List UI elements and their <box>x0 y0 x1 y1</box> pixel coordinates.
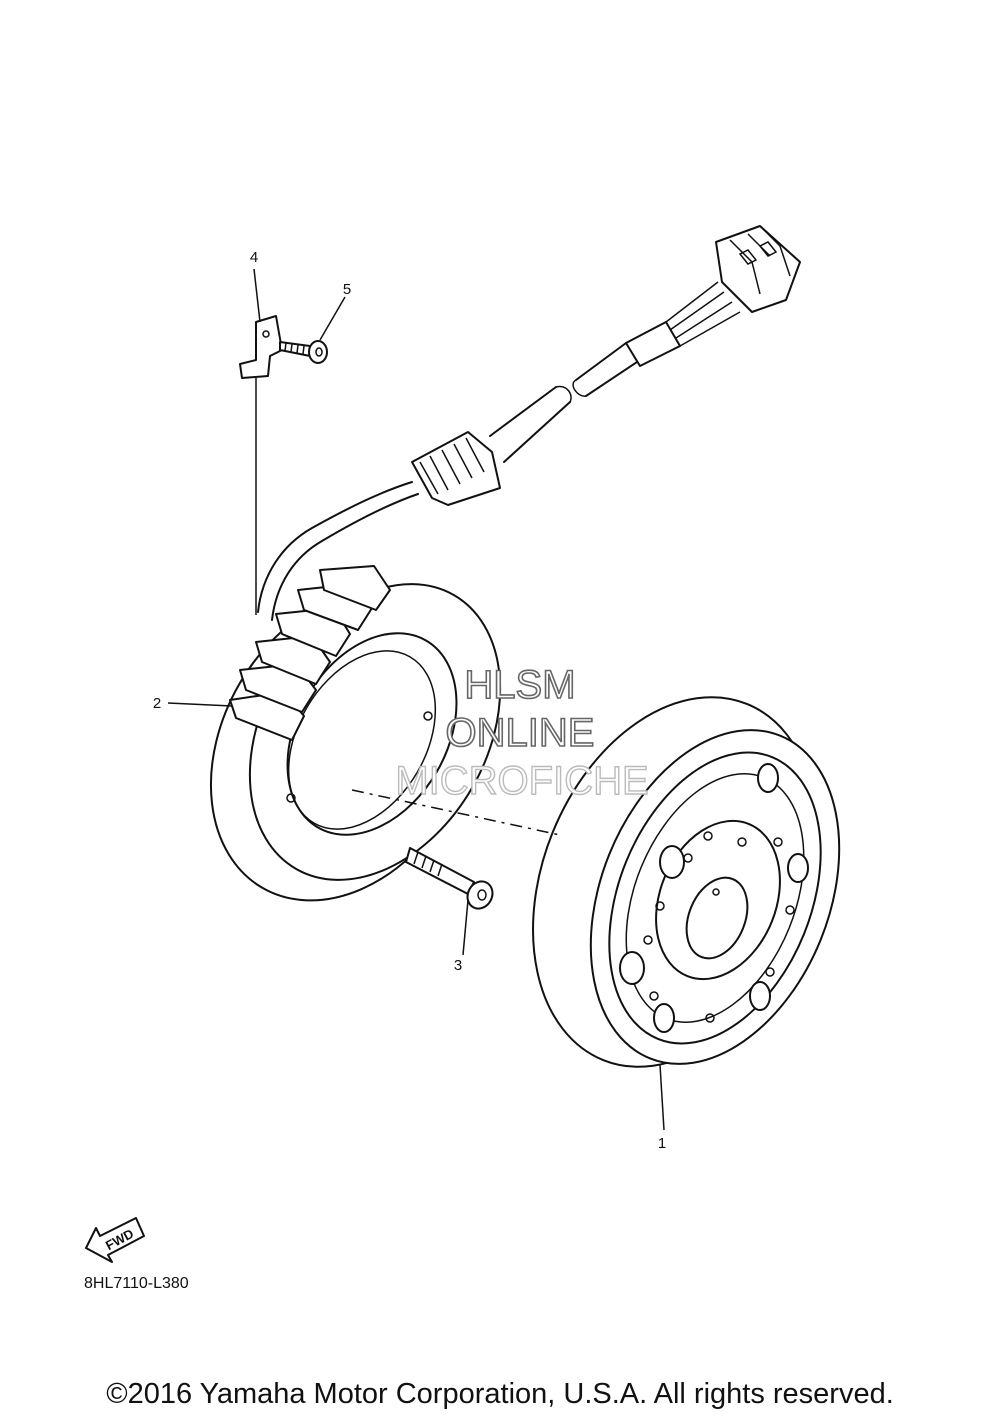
callout-1: 1 <box>658 1135 666 1152</box>
watermark-line-3: MICROFICHE <box>395 759 648 803</box>
callout-3: 3 <box>454 957 462 974</box>
watermark-line-1: HLSM <box>464 663 575 707</box>
drawing-code: 8HL7110-L380 <box>84 1275 189 1292</box>
watermark: HLSM ONLINE MICROFICHE <box>395 662 650 804</box>
watermark-line-2: ONLINE <box>446 711 595 755</box>
stator-part-2 <box>209 565 502 902</box>
copyright-footer: ©2016 Yamaha Motor Corporation, U.S.A. A… <box>106 1378 894 1410</box>
callout-4: 4 <box>250 249 258 266</box>
wire-harness <box>257 225 801 621</box>
stator-coils <box>229 565 391 741</box>
callout-5: 5 <box>343 281 351 298</box>
center-axis-line <box>351 789 561 836</box>
bolt-part-3 <box>405 847 494 910</box>
rotor-part-1 <box>532 696 841 1068</box>
screw-part-5 <box>279 340 328 364</box>
leader-lines <box>167 268 665 1131</box>
clamp-part-4 <box>239 315 283 379</box>
callout-2: 2 <box>153 695 161 712</box>
fwd-arrow-icon: FWD <box>85 1217 145 1263</box>
